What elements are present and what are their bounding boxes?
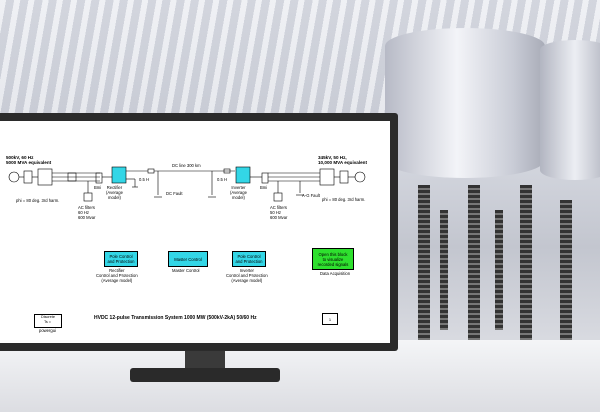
powergui-block[interactable]: Discrete Ts =	[34, 314, 62, 328]
dc-fault-label: DC Fault	[166, 191, 183, 196]
left-filter-label: AC filters 60 Hz 600 Mvar	[78, 205, 96, 220]
left-filter-icon	[83, 192, 93, 202]
model-title: HVDC 12-pulse Transmission System 1000 M…	[94, 315, 257, 321]
inverter-block	[235, 166, 251, 184]
right-inductor-label: 0.5 H	[217, 177, 228, 182]
circuit-wiring	[8, 166, 366, 202]
insulator-pillar	[440, 210, 448, 330]
master-control-caption: Master Control	[172, 268, 200, 273]
discrete-text: Discrete Ts =	[41, 315, 55, 324]
rectifier-control-caption: Rectifier Control and Protection (Averag…	[96, 268, 138, 283]
inverter-control-caption: Inverter Control and Protection (Average…	[226, 268, 268, 283]
insulator-pillar	[495, 210, 503, 330]
right-bmi-icon	[261, 172, 269, 184]
reactor-tank-right	[540, 40, 600, 180]
data-acquisition-block[interactable]: Open this block to visualize recorded si…	[312, 248, 354, 270]
monitor-stand-neck	[185, 351, 225, 371]
inverter-label: Inverter (Average model)	[230, 185, 247, 200]
dc-line-label: DC line 300 km	[172, 163, 201, 168]
right-rlc-branch	[319, 168, 335, 186]
right-ac-source	[354, 171, 366, 183]
right-impedance	[339, 170, 349, 184]
inverter-pole-control-block[interactable]: Pole Control and Protection	[232, 251, 266, 267]
rectifier-block	[111, 166, 127, 184]
left-bmi-icon	[95, 172, 103, 184]
simulink-canvas[interactable]: 500kV, 60 Hz 5000 MVA equivalent 345kV, …	[0, 121, 390, 343]
left-source-label: 500kV, 60 Hz 5000 MVA equivalent	[6, 155, 52, 165]
monitor-stand-base	[130, 368, 280, 382]
info-button[interactable]: 1	[322, 313, 338, 325]
right-bmi-label: Bmi	[260, 185, 268, 190]
insulator-pillar	[520, 185, 532, 345]
data-acquisition-caption: Data Acquisition	[320, 271, 351, 276]
left-impedance	[23, 170, 33, 184]
reactor-tank	[385, 28, 545, 178]
rectifier-label: Rectifier (Average model)	[106, 185, 123, 200]
right-smoothing-reactor	[223, 168, 231, 174]
right-filter-label: AC filters 50 Hz 600 Mvar	[270, 205, 288, 220]
insulator-pillar	[418, 185, 430, 355]
insulator-pillar	[468, 185, 480, 355]
powergui-label: powergui	[39, 328, 56, 333]
left-inductor-label: 0.5 H	[139, 177, 150, 182]
left-breaker	[67, 172, 77, 182]
left-phase-label: phi = 80 deg. 3rd harm.	[16, 198, 60, 203]
right-source-label: 345kV, 50 Hz, 10,000 MVA equivalent	[318, 155, 368, 165]
right-phase-label: phi = 80 deg. 3rd harm.	[322, 197, 366, 202]
left-smoothing-reactor	[147, 168, 155, 174]
rectifier-pole-control-block[interactable]: Pole Control and Protection	[104, 251, 138, 267]
hall-floor	[0, 340, 600, 412]
insulator-pillar	[560, 200, 572, 350]
left-bmi-label: Bmi	[94, 185, 102, 190]
ac-fault-label: A-G Fault	[302, 193, 320, 198]
monitor-bezel: 500kV, 60 Hz 5000 MVA equivalent 345kV, …	[0, 113, 398, 351]
right-filter-icon	[273, 192, 283, 202]
left-ac-source	[8, 171, 20, 183]
left-rlc-branch	[37, 168, 53, 186]
master-control-block[interactable]: Master Control	[168, 251, 208, 267]
